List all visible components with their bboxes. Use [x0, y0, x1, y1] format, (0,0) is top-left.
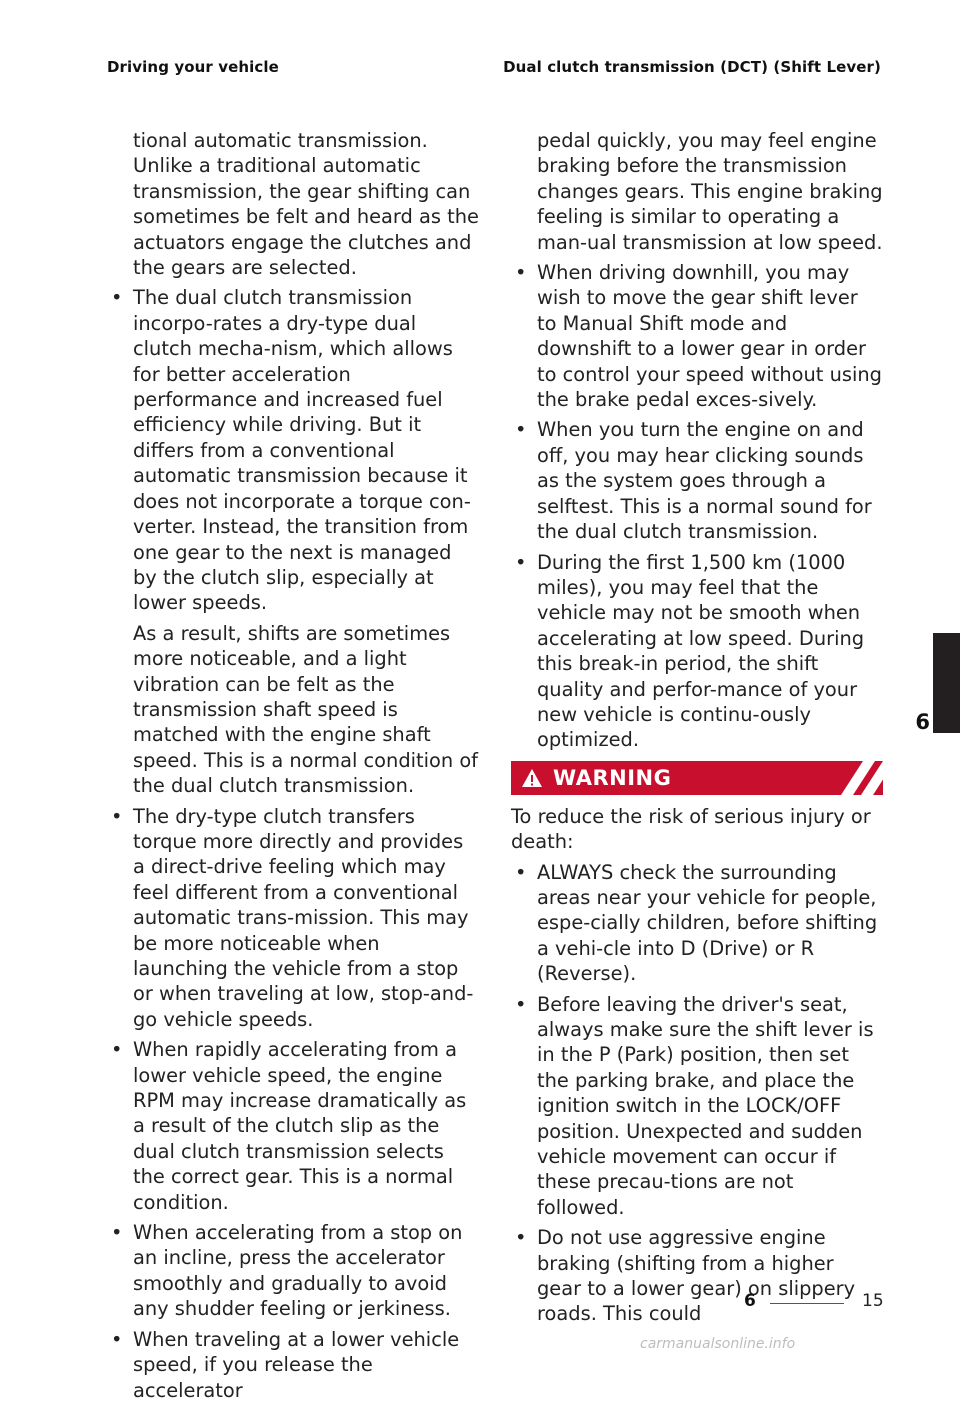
running-header-left: Driving your vehicle: [107, 58, 279, 76]
warning-banner: WARNING: [511, 760, 883, 795]
watermark: carmanualsonline.info: [640, 1336, 796, 1352]
list-item: When accelerating from a stop on an incl…: [107, 1220, 479, 1322]
footer-divider: [770, 1303, 844, 1304]
list-item: When rapidly accelerating from a lower v…: [107, 1037, 479, 1215]
list-item: When you turn the engine on and off, you…: [511, 417, 883, 544]
left-column: tional automatic transmission. Unlike a …: [107, 128, 479, 1408]
footer-page-number: 15: [862, 1291, 884, 1311]
list-item: The dry-type clutch transfers torque mor…: [107, 804, 479, 1033]
warning-label: WARNING: [553, 765, 672, 790]
list-item-continuation: As a result, shifts are sometimes more n…: [133, 621, 479, 798]
footer-chapter-number: 6: [744, 1291, 756, 1311]
right-column: pedal quickly, you may feel engine braki…: [511, 128, 883, 1332]
continuation-paragraph: tional automatic transmission. Unlike a …: [133, 129, 479, 280]
list-item: The dual clutch transmission incorpo-rat…: [107, 285, 479, 615]
list-item: When traveling at a lower vehicle speed,…: [107, 1327, 479, 1403]
list-item: When driving downhill, you may wish to m…: [511, 260, 883, 412]
warning-stripes-decoration: [841, 760, 883, 795]
warning-list-item: Do not use aggressive engine braking (sh…: [511, 1225, 883, 1327]
list-item: During the first 1,500 km (1000 miles), …: [511, 550, 883, 753]
continuation-paragraph: pedal quickly, you may feel engine braki…: [537, 129, 883, 254]
running-header-right: Dual clutch transmission (DCT) (Shift Le…: [503, 58, 881, 76]
chapter-tab-number: 6: [915, 710, 930, 734]
warning-list-item: Before leaving the driver's seat, always…: [511, 992, 883, 1221]
warning-intro: To reduce the risk of serious injury or …: [511, 804, 871, 854]
warning-triangle-icon: [522, 768, 542, 787]
chapter-thumb-tab: [933, 633, 960, 733]
warning-list-item: ALWAYS check the surrounding areas near …: [511, 860, 883, 987]
